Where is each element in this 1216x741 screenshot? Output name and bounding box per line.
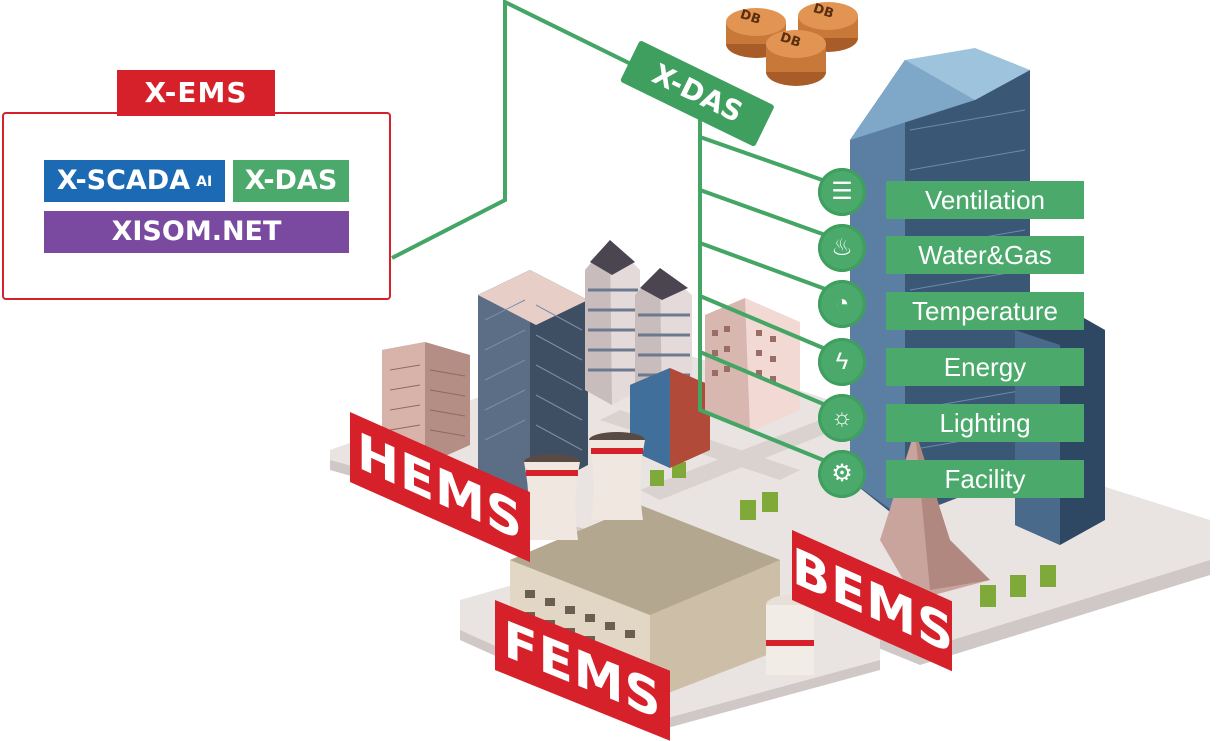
xdas-chip: X-DAS [233, 160, 349, 202]
xscada-chip: X-SCADA AI [44, 160, 225, 202]
category-temperature: Temperature [886, 292, 1084, 330]
category-lighting: Lighting [886, 404, 1084, 442]
category-facility: Facility [886, 460, 1084, 498]
gear-icon: ⚙ [818, 450, 866, 498]
category-water-gas: Water&Gas [886, 236, 1084, 274]
gauge-icon: ◔ [818, 280, 866, 328]
xisom-chip: XISOM.NET [44, 211, 349, 253]
xems-panel [2, 112, 391, 300]
lightning-icon: ϟ [818, 338, 866, 386]
faucet-flame-icon: ♨ [818, 224, 866, 272]
xscada-label: X-SCADA [56, 165, 191, 196]
ai-badge: AI [196, 173, 213, 190]
category-energy: Energy [886, 348, 1084, 386]
category-ventilation: Ventilation [886, 181, 1084, 219]
xems-title: X-EMS [117, 70, 275, 116]
sliders-icon: ☰ [818, 168, 866, 216]
lightbulb-icon: ☼ [818, 394, 866, 442]
